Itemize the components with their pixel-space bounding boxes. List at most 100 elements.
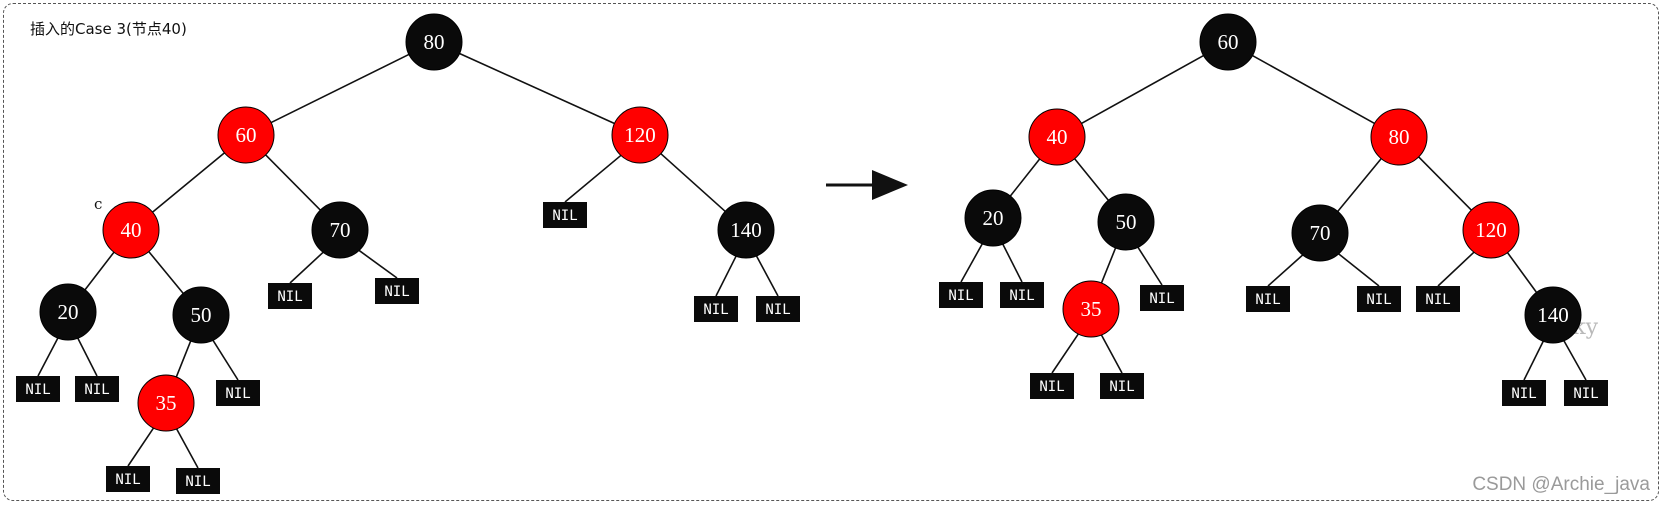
nil-leaf-label: NIL: [703, 302, 728, 318]
nil-leaf-label: NIL: [225, 386, 250, 402]
tree-node-label: 60: [236, 123, 257, 147]
tree-edge: [715, 255, 737, 297]
tree-node-label: 140: [1537, 303, 1569, 327]
tree-node-after-35: 35: [1062, 280, 1120, 338]
nil-leaf-box: [1140, 285, 1184, 311]
tree-node-label: 40: [1047, 125, 1068, 149]
nil-leaf-box: [268, 283, 312, 309]
tree-node-label: 120: [624, 123, 656, 147]
tree-node-circle: [964, 189, 1022, 247]
nil-leaf: NIL: [268, 283, 312, 309]
tree-edge: [1252, 54, 1375, 125]
tree-edge: [1523, 340, 1544, 381]
tree-edge: [564, 154, 622, 203]
tree-edge: [148, 251, 184, 294]
nil-leaf-box: [1357, 286, 1401, 312]
diagram-frame: [3, 3, 1659, 501]
nil-leaf: NIL: [1564, 380, 1608, 406]
nil-leaf-label: NIL: [1425, 292, 1450, 308]
tree-node-label: 35: [156, 391, 177, 415]
nil-leaf-box: [756, 296, 800, 322]
tree-node-circle: [1097, 193, 1155, 251]
nil-leaf-label: NIL: [1511, 386, 1536, 402]
tree-edge: [270, 53, 410, 124]
tree-node-label: 80: [1389, 125, 1410, 149]
nil-leaf-label: NIL: [84, 382, 109, 398]
nil-leaf-box: [75, 376, 119, 402]
tree-node-label: 140: [730, 218, 762, 242]
tree-node-circle: [1524, 286, 1582, 344]
tree-node-circle: [217, 106, 275, 164]
tree-edges: [37, 52, 1587, 469]
tree-edge: [175, 428, 199, 469]
nil-leaf: NIL: [375, 278, 419, 304]
tree-node-circle: [39, 283, 97, 341]
tree-edge: [1337, 158, 1382, 212]
tree-edge: [84, 251, 115, 291]
tree-edge: [1267, 254, 1304, 287]
tree-edge: [1137, 246, 1163, 286]
tree-edge: [265, 154, 321, 211]
tree-node-before-35: 35: [137, 374, 195, 432]
tree-node-after-70: 70: [1291, 204, 1349, 262]
c-marker: c: [94, 195, 102, 213]
tree-node-circle: [717, 201, 775, 259]
nil-leaf: NIL: [75, 376, 119, 402]
tree-node-circle: [1291, 204, 1349, 262]
nil-leaf: NIL: [543, 202, 587, 228]
tree-node-label: 20: [983, 206, 1004, 230]
nil-leaf-box: [1502, 380, 1546, 406]
tree-edge: [175, 340, 192, 378]
nil-leaf-box: [106, 466, 150, 492]
nil-leaf: NIL: [756, 296, 800, 322]
nil-leaf: NIL: [1140, 285, 1184, 311]
nil-leaf-label: NIL: [765, 302, 790, 318]
tree-node-before-40: 40: [102, 201, 160, 259]
nil-leaf-box: [1100, 373, 1144, 399]
tree-node-label: 35: [1081, 297, 1102, 321]
tree-node-circle: [1462, 201, 1520, 259]
tree-edge: [1009, 158, 1041, 197]
tree-node-after-50: 50: [1097, 193, 1155, 251]
nil-leaf: NIL: [939, 282, 983, 308]
tree-edge: [1338, 253, 1380, 287]
tree-node-after-60: 60: [1199, 13, 1257, 71]
nil-leaf-label: NIL: [1366, 292, 1391, 308]
tree-edge: [1100, 334, 1123, 374]
nil-leaf-label: NIL: [1109, 379, 1134, 395]
tree-node-after-120: 120: [1462, 201, 1520, 259]
tree-node-label: 70: [330, 218, 351, 242]
nil-leaf: NIL: [1100, 373, 1144, 399]
tree-node-before-80: 80: [405, 13, 463, 71]
tree-edge: [152, 152, 225, 213]
nil-leaf-box: [1000, 282, 1044, 308]
tree-node-label: 20: [58, 300, 79, 324]
tree-edge: [1051, 333, 1080, 374]
tree-node-before-120: 120: [611, 106, 669, 164]
tree-node-label: 50: [191, 303, 212, 327]
nil-leaf: NIL: [1416, 286, 1460, 312]
nil-leaf: NIL: [1030, 373, 1074, 399]
nil-leaf-label: NIL: [185, 474, 210, 490]
nil-leaf-label: NIL: [1255, 292, 1280, 308]
tree-edge: [77, 337, 98, 377]
tree-node-before-140: 140: [717, 201, 775, 259]
tree-edge: [1563, 340, 1587, 381]
tree-node-circle: [172, 286, 230, 344]
tree-node-before-20: 20: [39, 283, 97, 341]
nil-leaf: NIL: [694, 296, 738, 322]
nil-leaf-label: NIL: [384, 284, 409, 300]
tree-node-circle: [1062, 280, 1120, 338]
tree-node-after-140: 140: [1524, 286, 1582, 344]
tree-edge: [755, 255, 779, 297]
nil-leaf-box: [543, 202, 587, 228]
tree-node-label: 60: [1218, 30, 1239, 54]
tree-edge: [37, 337, 59, 377]
tree-node-label: 80: [424, 30, 445, 54]
tree-edge: [289, 251, 324, 284]
tree-edge: [459, 52, 615, 125]
diagram-caption: 插入的Case 3(节点40): [30, 20, 187, 38]
nil-leaf: NIL: [1246, 286, 1290, 312]
